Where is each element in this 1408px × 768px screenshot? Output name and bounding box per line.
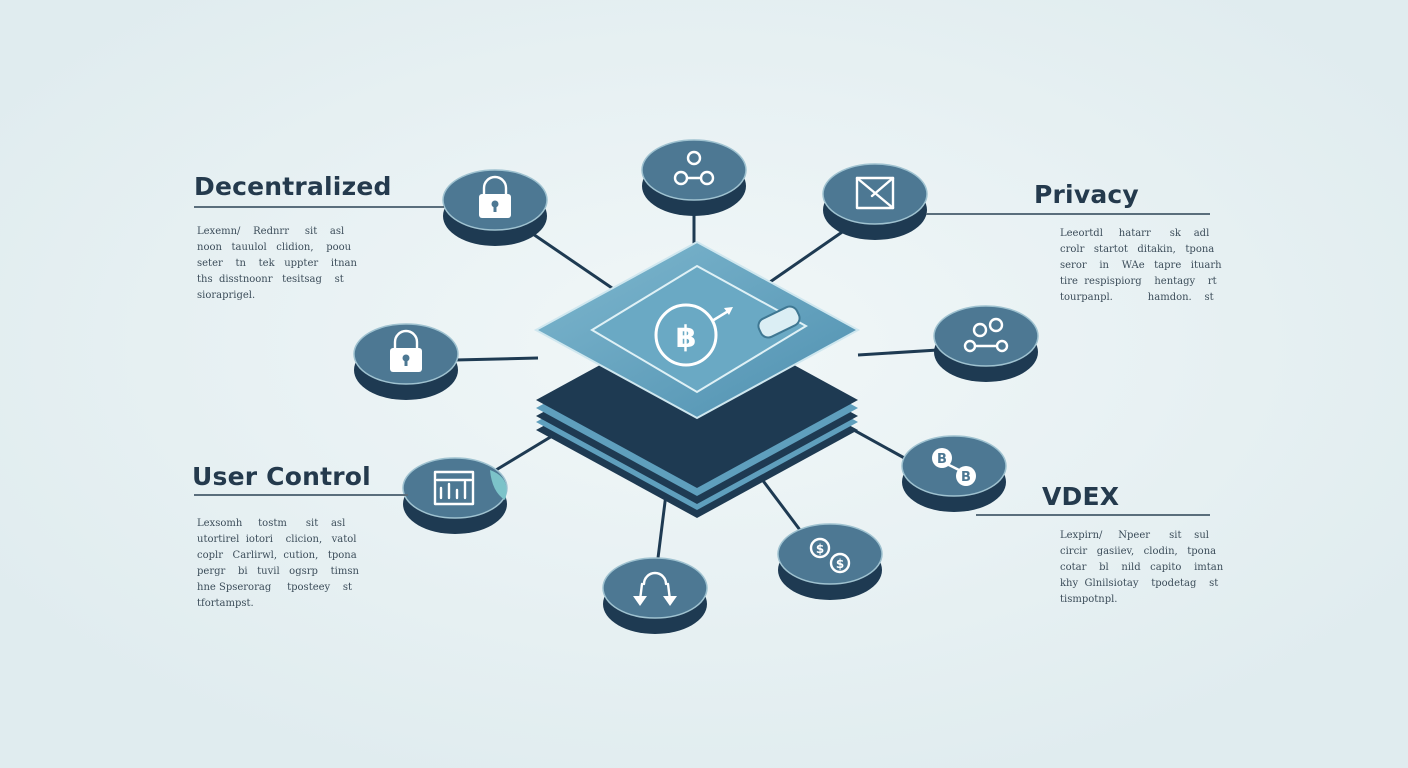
label-privacy-text: Leeortdl hatarr sk adl crolr startot dit… bbox=[1060, 228, 1222, 303]
label-decentralized-text: Lexemn/ Rednrr sit asl noon tauulol clid… bbox=[197, 226, 357, 301]
central-platform: ฿ bbox=[533, 240, 861, 518]
label-vdex-rule bbox=[976, 514, 1210, 516]
node-upper-right bbox=[822, 163, 928, 240]
svg-text:฿: ฿ bbox=[676, 320, 697, 355]
label-privacy-title: Privacy bbox=[1034, 180, 1139, 209]
svg-text:B: B bbox=[961, 470, 971, 485]
envelope-icon bbox=[855, 176, 895, 210]
connector-left bbox=[454, 356, 539, 362]
node-bottom bbox=[602, 557, 708, 634]
b-chain-icon: B B bbox=[932, 448, 976, 486]
connector-right bbox=[857, 348, 939, 357]
node-lower-left bbox=[402, 457, 508, 534]
coins-network-icon bbox=[673, 150, 715, 186]
svg-text:$: $ bbox=[836, 557, 844, 571]
label-privacy-rule bbox=[926, 213, 1210, 215]
node-lower-right-upper: B B bbox=[901, 435, 1007, 512]
node-upper-left bbox=[442, 169, 548, 246]
label-user-control-rule bbox=[194, 494, 408, 496]
node-top bbox=[641, 139, 747, 216]
connector-upper-right bbox=[769, 226, 849, 284]
label-decentralized-title: Decentralized bbox=[194, 172, 392, 201]
padlock-icon bbox=[390, 329, 422, 372]
label-user-control-text: Lexsomh tostm sit asl utortirel iotori c… bbox=[197, 518, 359, 609]
node-lower-right: $ $ bbox=[777, 523, 883, 600]
label-vdex-text: Lexpirn/ Npeer sit sul circir gasiiev, c… bbox=[1060, 530, 1224, 605]
svg-text:B: B bbox=[937, 452, 947, 467]
connector-upper-left bbox=[529, 230, 613, 290]
padlock-icon bbox=[479, 175, 511, 218]
dashboard-icon bbox=[433, 470, 475, 506]
svg-text:$: $ bbox=[816, 542, 824, 556]
node-right bbox=[933, 305, 1039, 382]
label-vdex-title: VDEX bbox=[1042, 482, 1120, 511]
dollar-coins-icon: $ $ bbox=[809, 537, 851, 574]
download-arrows-icon bbox=[633, 571, 677, 606]
label-user-control-title: User Control bbox=[192, 462, 371, 491]
label-decentralized-rule bbox=[194, 206, 444, 208]
coins-transfer-icon bbox=[963, 317, 1009, 353]
node-left bbox=[353, 323, 459, 400]
bitcoin-wallet-icon: ฿ bbox=[654, 303, 801, 367]
